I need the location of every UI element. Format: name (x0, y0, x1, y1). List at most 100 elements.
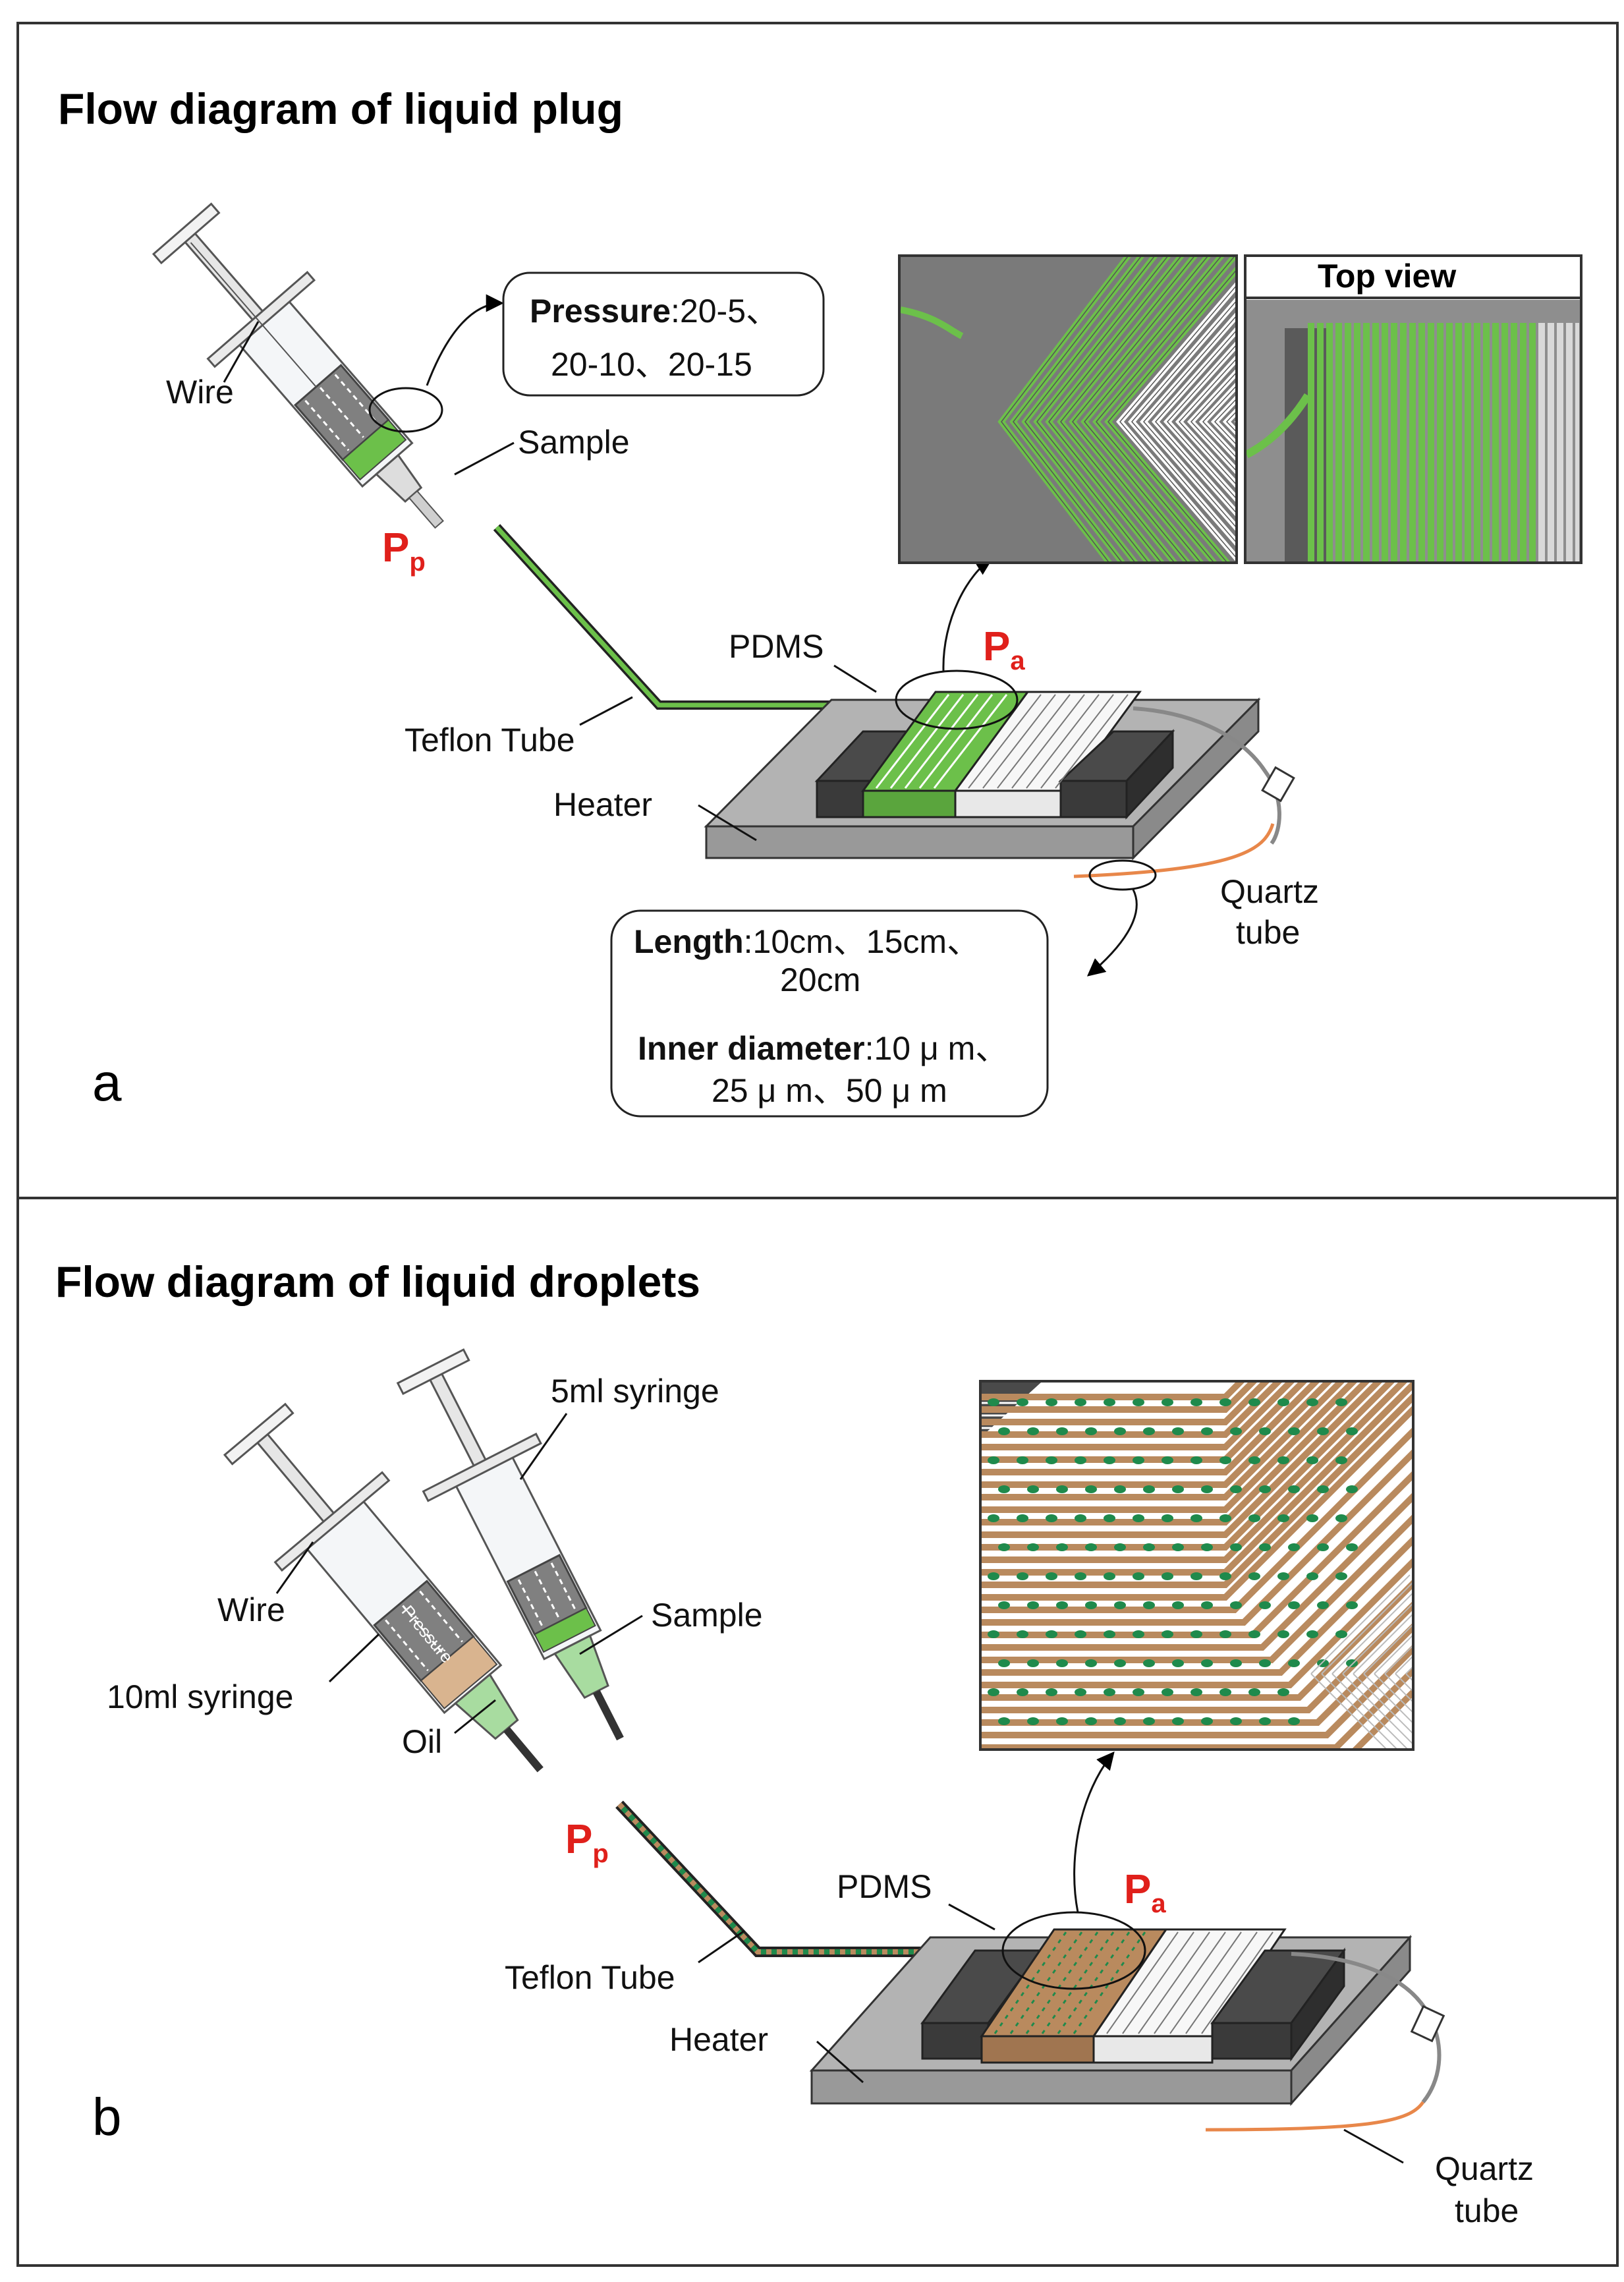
droplet (1143, 1659, 1155, 1667)
droplet (1085, 1659, 1097, 1667)
channel-edge (1131, 301, 1235, 542)
droplet (1219, 1398, 1231, 1406)
droplet (988, 1514, 999, 1522)
droplet (1201, 1601, 1213, 1609)
stripe (1409, 323, 1416, 561)
white-channel (1342, 1673, 1412, 1744)
droplet (1017, 1688, 1028, 1696)
droplet (1085, 1601, 1097, 1609)
syringe-10ml-leader (328, 1633, 380, 1683)
channel-edge (1036, 257, 1168, 561)
droplet (1056, 1427, 1068, 1435)
droplet (1190, 1514, 1202, 1522)
droplet (1017, 1572, 1028, 1580)
droplet (1027, 1485, 1039, 1493)
droplet (1201, 1485, 1213, 1493)
droplet (1162, 1456, 1173, 1464)
zoom-arrow-a (942, 557, 994, 671)
sample-leader-b (579, 1614, 643, 1655)
droplet (1133, 1398, 1144, 1406)
droplet (1277, 1514, 1289, 1522)
channel-line (982, 1383, 1258, 1413)
droplet (1288, 1485, 1300, 1493)
syringe-10ml: Pressure (223, 1402, 544, 1773)
channel-edge (982, 1383, 1323, 1479)
channel-line (982, 1383, 1270, 1425)
droplet (998, 1427, 1010, 1435)
droplet (1346, 1485, 1358, 1493)
channel-line (982, 1383, 1383, 1538)
droplet (1056, 1543, 1068, 1551)
droplet (1259, 1543, 1271, 1551)
channel-line (982, 1514, 1412, 1663)
droplet (1027, 1717, 1039, 1725)
pdms-label-b: PDMS (837, 1868, 932, 1905)
channel-line (982, 1383, 1408, 1563)
droplet (1143, 1601, 1155, 1609)
heater-label-a: Heater (553, 786, 652, 823)
droplet (988, 1572, 999, 1580)
white-channel (1353, 1614, 1412, 1674)
droplet (1162, 1688, 1173, 1696)
droplet (998, 1543, 1010, 1551)
panel-b-letter: b (92, 2088, 122, 2146)
droplet (1104, 1456, 1115, 1464)
droplet (1248, 1630, 1260, 1638)
droplet (988, 1630, 999, 1638)
droplet (1075, 1398, 1086, 1406)
diameter-line1: Inner diameter:10 μ m、 (638, 1030, 1008, 1067)
droplet (998, 1659, 1010, 1667)
stripe (1345, 323, 1351, 561)
channel-edge (982, 1383, 1373, 1529)
wire-leader-b (275, 1541, 314, 1594)
droplet (1114, 1485, 1126, 1493)
droplet (1230, 1427, 1242, 1435)
droplet (1046, 1456, 1057, 1464)
teflon-leader-a (579, 696, 633, 726)
white-channel (1331, 1593, 1412, 1674)
channel-line (982, 1580, 1412, 1701)
droplet (1230, 1717, 1242, 1725)
channel-edge (1225, 412, 1235, 432)
stripe (1538, 323, 1545, 561)
stripe (1557, 323, 1563, 561)
droplet (1306, 1514, 1318, 1522)
droplet (1085, 1485, 1097, 1493)
stripe (1548, 323, 1554, 561)
stripe (1566, 323, 1573, 561)
droplet (1046, 1398, 1057, 1406)
droplet (1085, 1427, 1097, 1435)
droplet (988, 1398, 999, 1406)
droplet (1133, 1630, 1144, 1638)
channel-edge (982, 1589, 1412, 1705)
channel-line (982, 1493, 1412, 1651)
droplet (1172, 1601, 1184, 1609)
quartz-arrow-a (1086, 889, 1138, 977)
droplet (1172, 1427, 1184, 1435)
droplet (1162, 1514, 1173, 1522)
channel-edge (1048, 257, 1181, 561)
droplet (1259, 1717, 1271, 1725)
stripe (1492, 323, 1499, 561)
pressure-line1: Pressure:20-5、 (530, 293, 779, 329)
droplet (1230, 1543, 1242, 1551)
quartz-spec-box (610, 909, 1049, 1118)
channel-edge (1143, 316, 1235, 527)
quartz-label-b-2: tube (1455, 2192, 1519, 2229)
channel-edge (982, 1611, 1412, 1717)
top-view-label: Top view (1318, 258, 1456, 295)
droplet (1306, 1398, 1318, 1406)
droplet (1335, 1456, 1347, 1464)
channel-edge (1060, 257, 1194, 561)
droplet (1017, 1514, 1028, 1522)
stripe (1501, 323, 1508, 561)
droplet (1114, 1427, 1126, 1435)
length-line1: Length:10cm、15cm、 (634, 923, 980, 960)
channel-line (982, 1601, 1412, 1713)
droplet (1143, 1717, 1155, 1725)
droplet (1248, 1456, 1260, 1464)
quartz-tube-a (1073, 823, 1275, 878)
channel-line (982, 1383, 1245, 1400)
channel-edge (982, 1632, 1412, 1730)
droplet (1259, 1601, 1271, 1609)
